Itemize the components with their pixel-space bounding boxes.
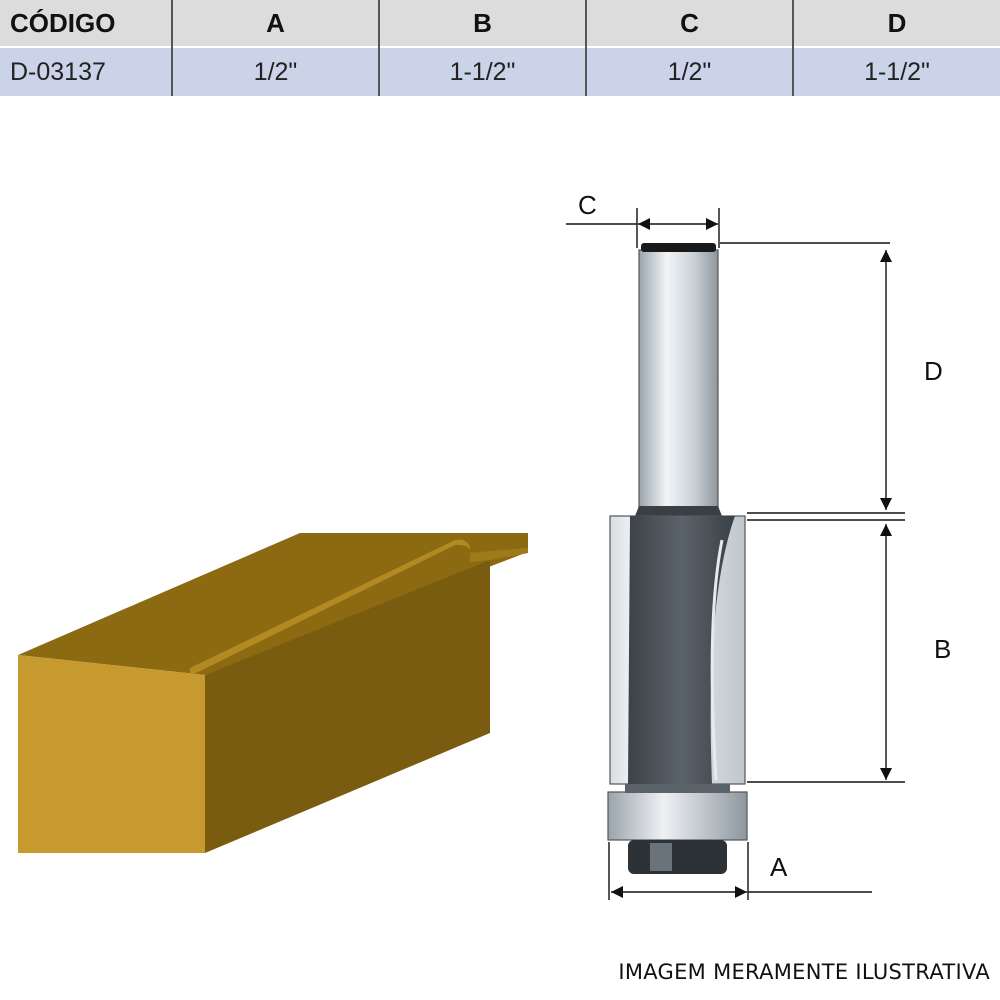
wood-end-lip xyxy=(470,548,528,562)
screw-highlight xyxy=(650,843,672,871)
value-b: 1-1/2" xyxy=(379,46,587,96)
bearing-collar xyxy=(625,784,730,793)
illustrative-disclaimer: IMAGEM MERAMENTE ILUSTRATIVA xyxy=(618,960,990,984)
label-b: B xyxy=(934,634,951,664)
label-a: A xyxy=(770,852,788,882)
value-a: 1/2" xyxy=(172,46,380,96)
spec-header-row: CÓDIGO A B C D xyxy=(0,0,1000,47)
spec-table: CÓDIGO A B C D D-03137 1/2" 1-1/2" 1/2" … xyxy=(0,0,1000,96)
bearing-screw xyxy=(628,840,727,874)
shank xyxy=(638,249,719,511)
wood-side-face xyxy=(205,560,490,853)
shank-top-chamfer xyxy=(641,243,716,252)
label-d: D xyxy=(924,356,943,386)
header-b: B xyxy=(379,0,587,47)
header-c: C xyxy=(586,0,794,47)
shank-neck xyxy=(635,506,722,516)
header-a: A xyxy=(172,0,380,47)
header-codigo: CÓDIGO xyxy=(0,0,173,47)
wood-workpiece xyxy=(18,533,528,853)
label-c: C xyxy=(578,190,597,220)
bearing xyxy=(607,791,748,841)
value-d: 1-1/2" xyxy=(793,46,1000,96)
dimension-lines xyxy=(566,208,905,900)
router-bit xyxy=(607,243,748,874)
value-c: 1/2" xyxy=(586,46,794,96)
flute-edge-highlight xyxy=(710,539,724,781)
header-d: D xyxy=(793,0,1000,47)
value-codigo: D-03137 xyxy=(0,46,173,96)
wood-front-face xyxy=(18,655,205,853)
cutter-flute xyxy=(628,516,735,784)
router-bit-diagram: C D B A xyxy=(18,190,951,900)
spec-value-row: D-03137 1/2" 1-1/2" 1/2" 1-1/2" xyxy=(0,46,1000,96)
dimension-labels: C D B A xyxy=(578,190,951,882)
